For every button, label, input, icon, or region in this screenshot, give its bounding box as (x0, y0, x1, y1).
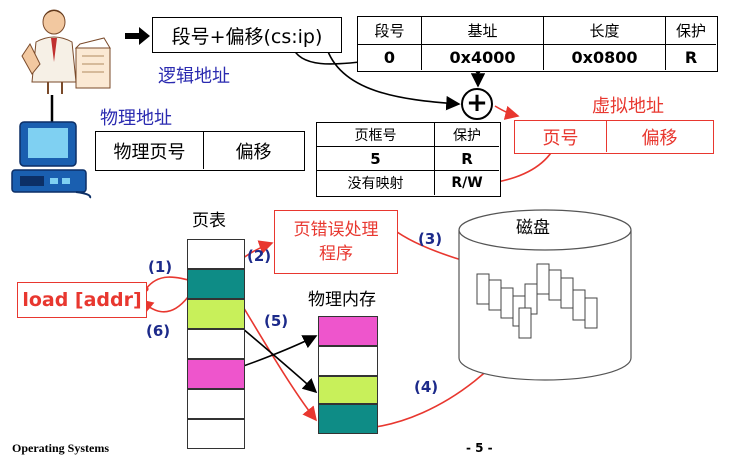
segment-header-segno: 段号 (358, 17, 422, 45)
page-table-row (187, 329, 245, 359)
disk-label: 磁盘 (516, 218, 550, 238)
logical-address-expression: 段号+偏移(cs:ip) (171, 25, 323, 48)
physical-address-label: 物理地址 (100, 108, 172, 129)
physical-offset: 偏移 (235, 141, 272, 163)
load-instruction-box: load [addr] (17, 282, 147, 318)
memory-frame-lime (318, 376, 378, 404)
step-4-label: (4) (414, 378, 439, 396)
person-at-desk-icon (18, 4, 118, 96)
segment-header-protect: 保护 (666, 17, 716, 45)
segment-table: 段号 基址 长度 保护 0 0x4000 0x0800 R (357, 16, 718, 72)
plus-icon: + (466, 88, 488, 118)
segment-cell-protect: R (684, 48, 698, 67)
page-table-row-magenta (187, 359, 245, 389)
logical-address-label: 逻辑地址 (158, 66, 230, 87)
page-fault-handler-box: 页错误处理程序 (274, 210, 398, 274)
footer-page-number: - 5 - (466, 441, 493, 455)
segment-cell-length: 0x0800 (544, 45, 666, 70)
virtual-address-label: 虚拟地址 (592, 96, 664, 117)
page-table (187, 239, 245, 449)
big-right-arrow (125, 27, 150, 45)
page-map-cell-protect-1: R/W (451, 175, 483, 191)
segment-cell-segno: 0 (358, 45, 422, 70)
segment-header-length: 长度 (544, 17, 666, 45)
memory-frame (318, 346, 378, 376)
segment-cell-base: 0x4000 (422, 45, 544, 70)
virtual-page-number: 页号 (515, 121, 607, 152)
disk-icon (455, 208, 635, 388)
virtual-address-box: 页号 偏移 (514, 120, 714, 154)
page-map-cell-frame-1: 没有映射 (317, 171, 435, 195)
page-map-table: 页框号 保护 5 R 没有映射 R/W (316, 122, 501, 197)
page-table-row (187, 419, 245, 449)
offset-to-adder-arrow (325, 45, 461, 111)
step-6-arrow (138, 296, 189, 314)
step-6-label: (6) (146, 322, 171, 340)
step-1-label: (1) (148, 258, 173, 276)
load-instruction-text: load [addr] (22, 289, 142, 311)
physical-memory (318, 316, 378, 434)
page-table-row-lime (187, 299, 245, 329)
segment-header-base: 基址 (422, 17, 544, 45)
page-table-row-teal (187, 269, 245, 299)
physical-memory-label: 物理内存 (308, 290, 376, 310)
step-2-label: (2) (247, 247, 272, 265)
adder-to-virtual-arrow (494, 105, 520, 120)
page-table-label: 页表 (192, 211, 226, 231)
physical-address-box: 物理页号 偏移 (95, 131, 305, 171)
step-3-label: (3) (418, 230, 443, 248)
page-fault-handler-text: 页错误处理程序 (293, 220, 379, 264)
page-map-header-protect: 保护 (435, 123, 499, 147)
physical-page-number: 物理页号 (96, 132, 204, 169)
page-table-row (187, 239, 245, 269)
memory-frame-magenta (318, 316, 378, 346)
computer-icon (6, 118, 94, 200)
page-table-row (187, 389, 245, 419)
page-map-header-frame: 页框号 (317, 123, 435, 147)
memory-frame-teal (318, 404, 378, 434)
adder-circle: + (461, 88, 493, 120)
page-map-cell-frame-0: 5 (317, 147, 435, 171)
page-map-cell-protect-0: R (435, 147, 499, 171)
logical-address-box: 段号+偏移(cs:ip) (152, 17, 342, 53)
step-5-label: (5) (264, 312, 289, 330)
virtual-offset: 偏移 (641, 127, 678, 149)
footer-course: Operating Systems (12, 441, 109, 455)
